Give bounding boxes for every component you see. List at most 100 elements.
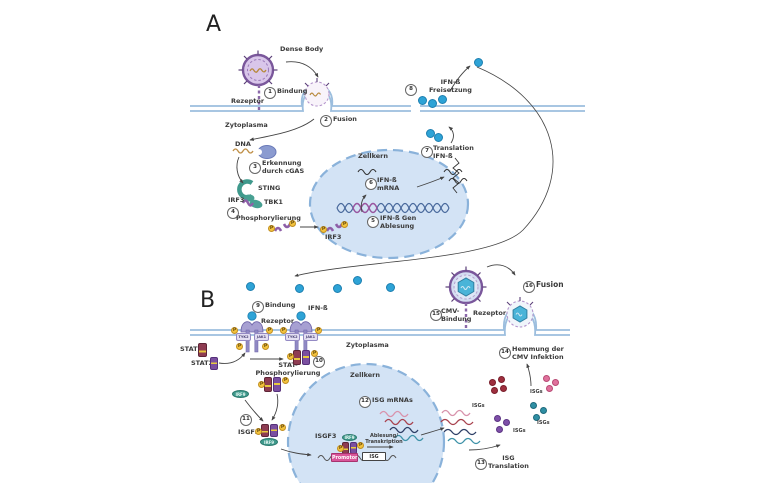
isg-protein-dot [540, 407, 547, 414]
phospho-stat2 [273, 377, 281, 392]
step-15-label: CMV- Bindung [441, 307, 472, 323]
ifn-beta-dot [333, 284, 342, 293]
phosphate-icon: P [282, 377, 289, 384]
ifn-beta-dot [418, 96, 427, 105]
step-7-number: 7 [421, 146, 433, 158]
ifn-beta-dot [428, 99, 437, 108]
isgf3-label: ISGF3 [238, 428, 260, 436]
phosphate-icon: P [311, 350, 318, 357]
phosphate-icon: P [268, 225, 275, 232]
phosphate-icon: P [236, 343, 243, 350]
step-13-label: ISG Translation [488, 454, 529, 470]
rezeptor-cmv-label: Rezeptor [473, 309, 507, 317]
phosphate-icon: P [258, 381, 265, 388]
step-7-label: Translation IFN-ß [433, 144, 474, 160]
isgs-label: ISGs [513, 428, 526, 434]
isgs-label: ISGs [530, 389, 543, 395]
ifn-receptor-2 [289, 311, 313, 353]
step-8-number: 8 [405, 84, 417, 96]
isg-protein-dot [552, 379, 559, 386]
ifn-beta-dot [386, 283, 395, 292]
dna-helix [336, 202, 450, 214]
isgf3-irf9-nucleus: IRF9 [342, 434, 357, 441]
step-2-label: Fusion [333, 115, 357, 123]
ifn-beta-dot [353, 276, 362, 285]
step-10-number: 10 [313, 356, 325, 368]
panel-b-label: B [200, 288, 216, 313]
isg-protein-dot [533, 414, 540, 421]
irf3-nucleus-label: IRF3 [325, 233, 342, 241]
step-2-number: 2 [320, 115, 332, 127]
isg-protein-dot [494, 415, 501, 422]
irf9-protein: IRF9 [232, 390, 249, 398]
step-6-number: 6 [365, 178, 377, 190]
step-15-number: 15 [430, 309, 442, 321]
tyk2-kinase: TYK2 [285, 333, 300, 341]
phosphate-icon: P [231, 327, 238, 334]
isg-protein-dot [496, 426, 503, 433]
isg-mrnas [379, 410, 424, 442]
nucleus-b [286, 362, 446, 483]
isg-protein-dot [546, 385, 553, 392]
promotor-box: Promotor [331, 453, 358, 462]
phosphate-icon: P [320, 226, 327, 233]
isg-protein-dot [489, 379, 496, 386]
dna-fragment [232, 148, 254, 154]
phosphate-icon: P [279, 424, 286, 431]
isgs-label: ISGs [537, 420, 550, 426]
phosphate-icon: P [357, 442, 364, 449]
step-6-label: IFN-ß mRNA [377, 176, 400, 192]
ifnb-mrna [357, 168, 377, 176]
phosphate-icon: P [266, 327, 273, 334]
isg-protein-dot [498, 376, 505, 383]
dense-body-label: Dense Body [280, 45, 324, 53]
tyk2-kinase: TYK2 [236, 333, 251, 341]
step-3-number: 3 [249, 162, 261, 174]
step-5-number: 5 [367, 216, 379, 228]
exported-isg-mrnas [440, 409, 481, 445]
isgf3-stat2 [270, 424, 278, 437]
ifn-beta-dot [246, 282, 255, 291]
step-14-number: 14 [499, 347, 511, 359]
step-16-label: Fusion [536, 280, 564, 289]
step-8-label: IFN-ß Freisetzung [429, 78, 472, 94]
ablesung-label: Ablesung/ Transkription [365, 433, 403, 445]
phospho-stat1 [264, 377, 272, 392]
step-1-label: Bindung [277, 87, 308, 95]
translated-protein [443, 157, 468, 194]
isgf3-irf9: IRF9 [260, 438, 278, 446]
fusion-vesicle-a [304, 78, 330, 107]
isg-protein-dot [503, 419, 510, 426]
irf3-label: IRF3 [228, 196, 245, 204]
phosphate-icon: P [255, 428, 262, 435]
isgs-label: ISGs [472, 403, 485, 409]
step-12-number: 12 [359, 396, 371, 408]
jak1-kinase: JAK1 [303, 333, 318, 341]
step-16-number: 16 [523, 281, 535, 293]
ifn-beta-dot [474, 58, 483, 67]
sting-label: STING [258, 184, 281, 192]
stat2-protein [210, 357, 218, 370]
rezeptor-a-label: Rezeptor [231, 97, 265, 105]
phosphate-icon: P [262, 343, 269, 350]
step-10-label: STAT- Phosphorylierung [255, 361, 321, 377]
step-1-number: 1 [264, 87, 276, 99]
dense-body [238, 50, 278, 87]
zellkern-a-label: Zellkern [358, 152, 388, 160]
step-13-number: 13 [475, 458, 487, 470]
isg-protein-dot [530, 402, 537, 409]
isgf3-stat1 [261, 424, 269, 437]
zellkern-b-label: Zellkern [350, 371, 380, 379]
step-11-number: 11 [240, 414, 252, 426]
rezeptor-b-label: Rezeptor [261, 317, 295, 325]
stat1-docked [293, 350, 301, 365]
cmv-virion [445, 266, 487, 305]
phosphate-icon: P [287, 353, 294, 360]
ifn-receptor-1 [240, 311, 264, 353]
step-9-label: Bindung [265, 301, 296, 309]
stat1-label: STAT1 [180, 345, 203, 353]
dna-label: DNA [235, 140, 251, 148]
stat2-docked [302, 350, 310, 365]
phosphate-icon: P [289, 220, 296, 227]
